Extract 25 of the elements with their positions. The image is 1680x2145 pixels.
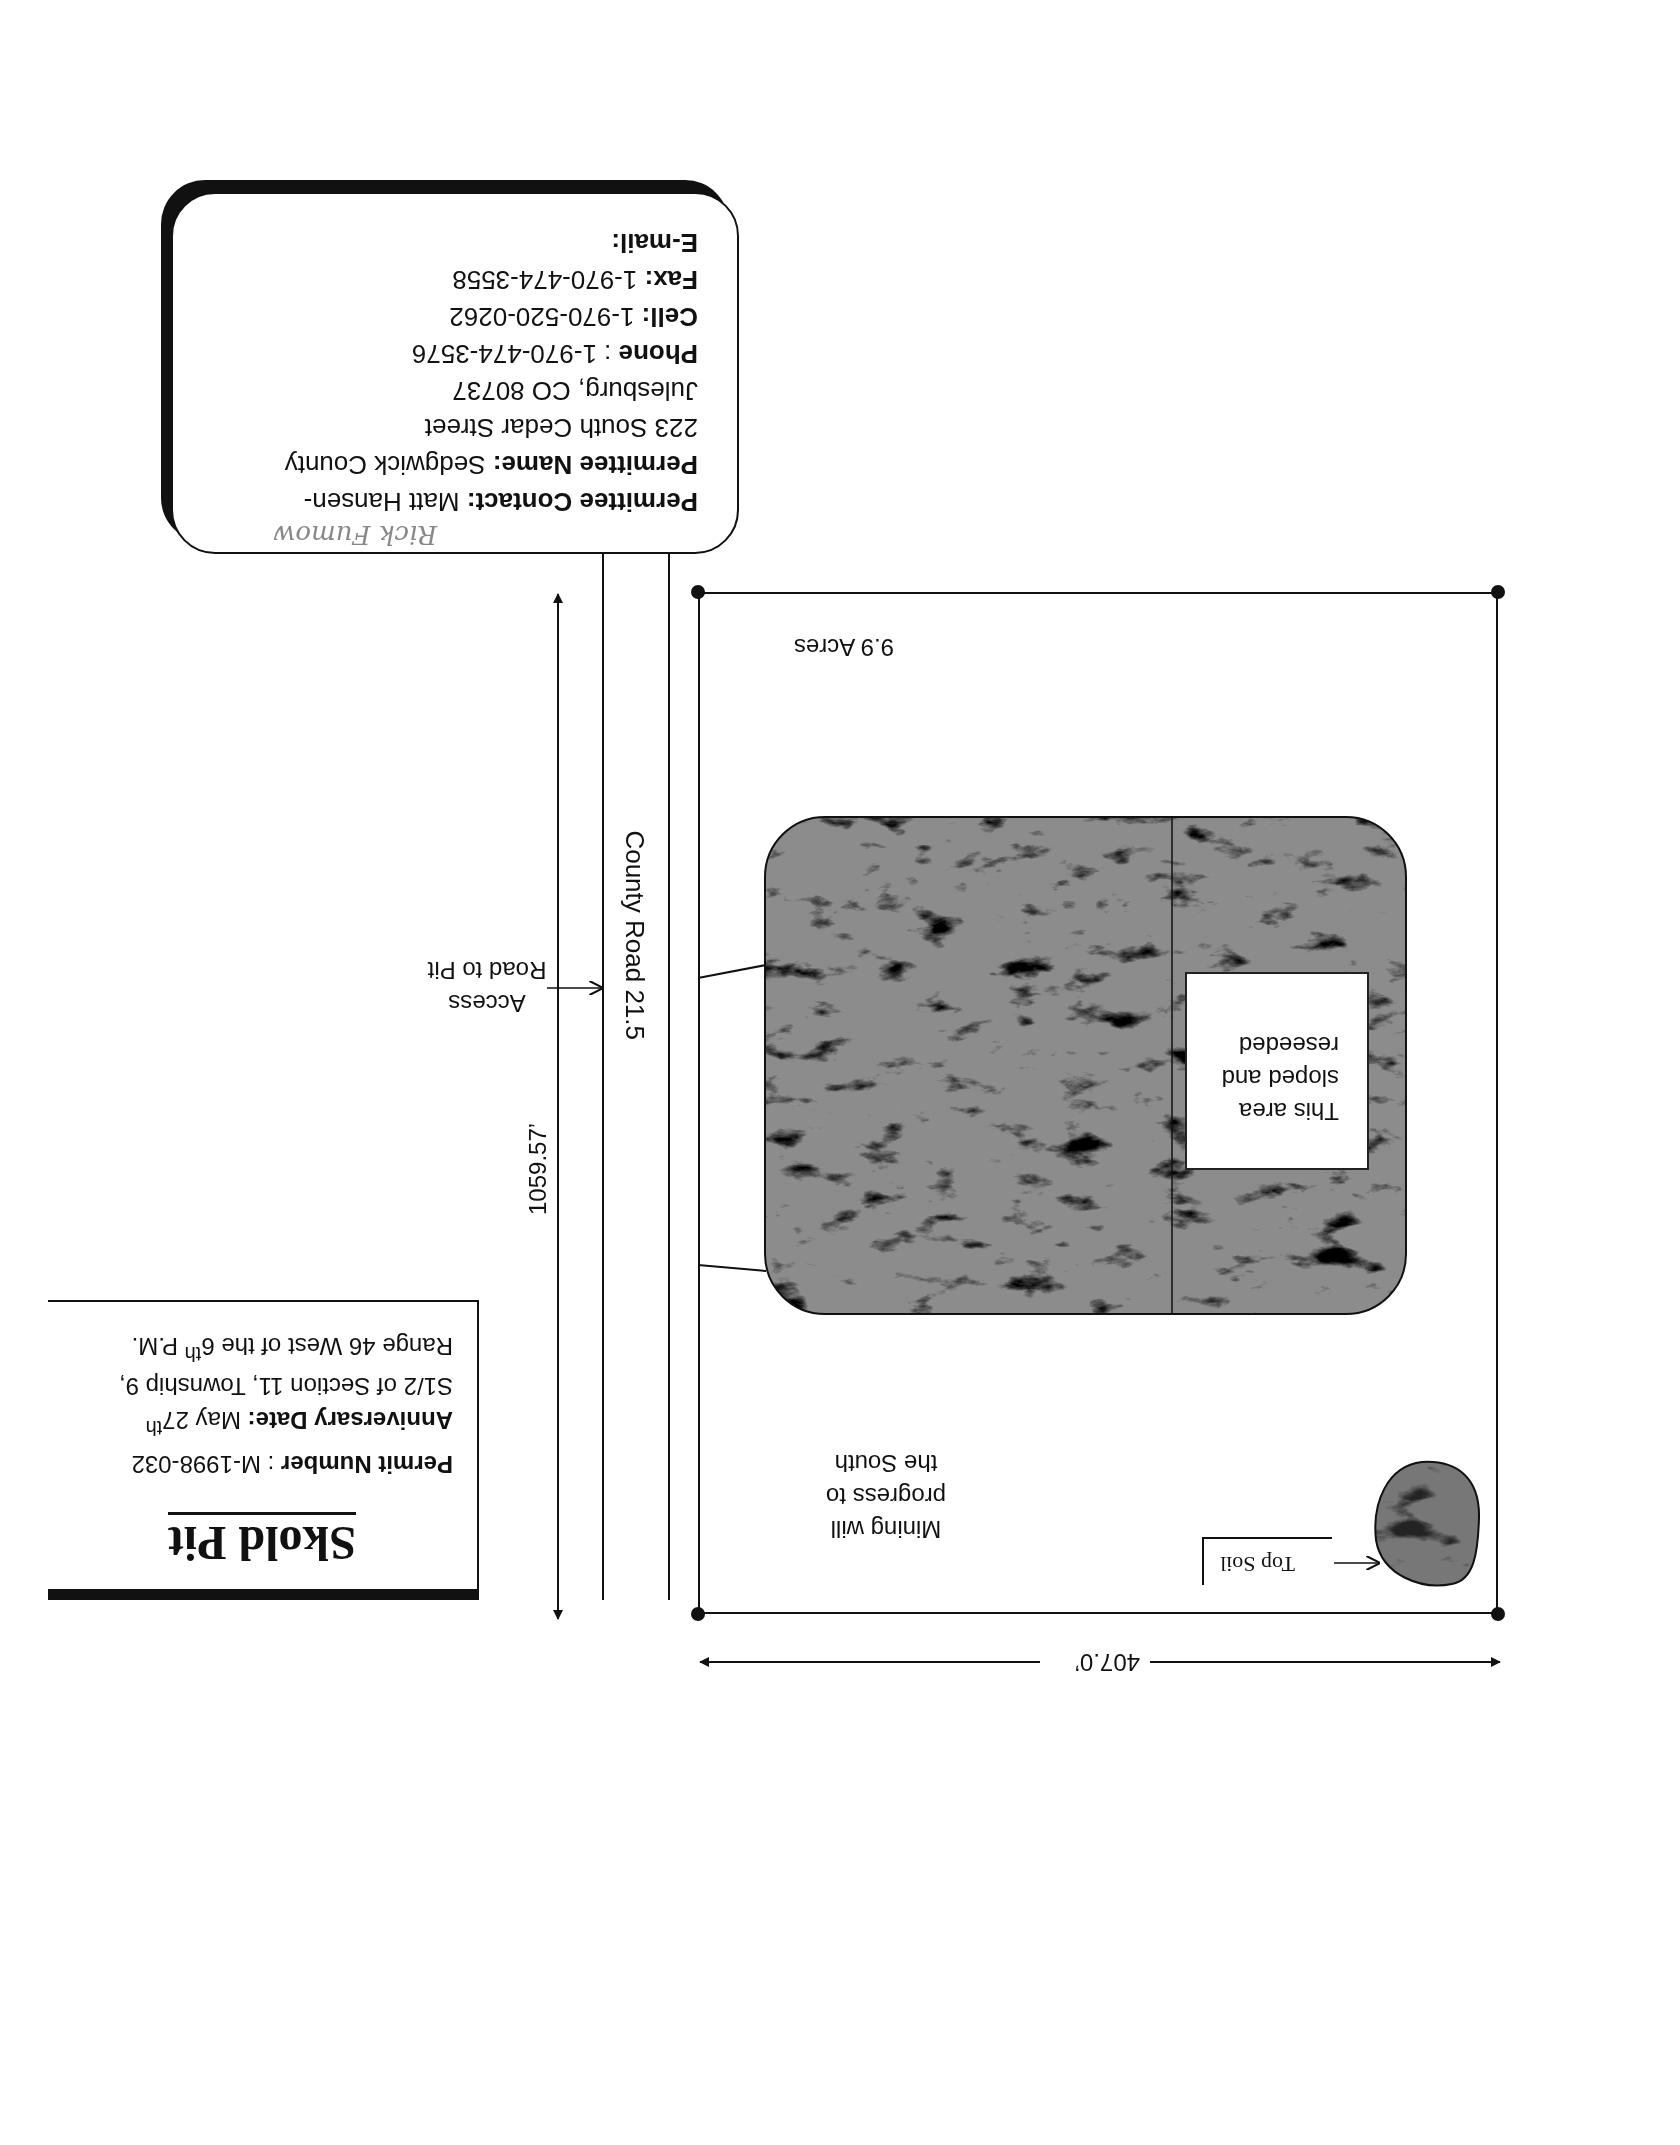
- fax-number: Fax: 1-970-474-3558: [452, 265, 698, 295]
- contact-line: Permittee Contact: Matt Hansen-: [303, 487, 698, 517]
- phone-number: Phone : 1-970-474-3576: [411, 339, 698, 369]
- pile-label: [1202, 1537, 1332, 1585]
- road-name: County Road 21.5: [620, 830, 650, 1040]
- pile-label-text: Top Soil: [1220, 1551, 1296, 1577]
- property-boundary: [698, 592, 1498, 1614]
- arrow: [1333, 1554, 1382, 1572]
- permittee-name: Permittee Name: Sedgwick County: [284, 450, 698, 480]
- mining-note: Mining will progress to the South: [824, 1449, 948, 1545]
- street-address: 223 South Cedar Street: [424, 413, 698, 443]
- permit-number: Permit Number : M-1998-032: [130, 1450, 453, 1479]
- title: Skold Pit: [167, 1512, 356, 1571]
- area-label: 9.9 Acres: [793, 633, 894, 662]
- note-box: [1185, 972, 1369, 1170]
- title-block: [48, 1300, 479, 1600]
- note-text: This area sloped and reseeded: [1220, 1031, 1339, 1127]
- handwritten-name: Rick Fumow: [273, 520, 437, 550]
- email-label: E-mail:: [611, 228, 698, 258]
- dimension-label: 1059.57’: [523, 1122, 552, 1215]
- county-road: [602, 554, 670, 1600]
- arrow: [546, 979, 605, 997]
- city-address: Julesburg, CO 80737: [452, 376, 698, 406]
- access-road-label: Access Road to Pit: [427, 956, 547, 1019]
- cell-number: Cell: 1-970-520-0262: [449, 302, 698, 332]
